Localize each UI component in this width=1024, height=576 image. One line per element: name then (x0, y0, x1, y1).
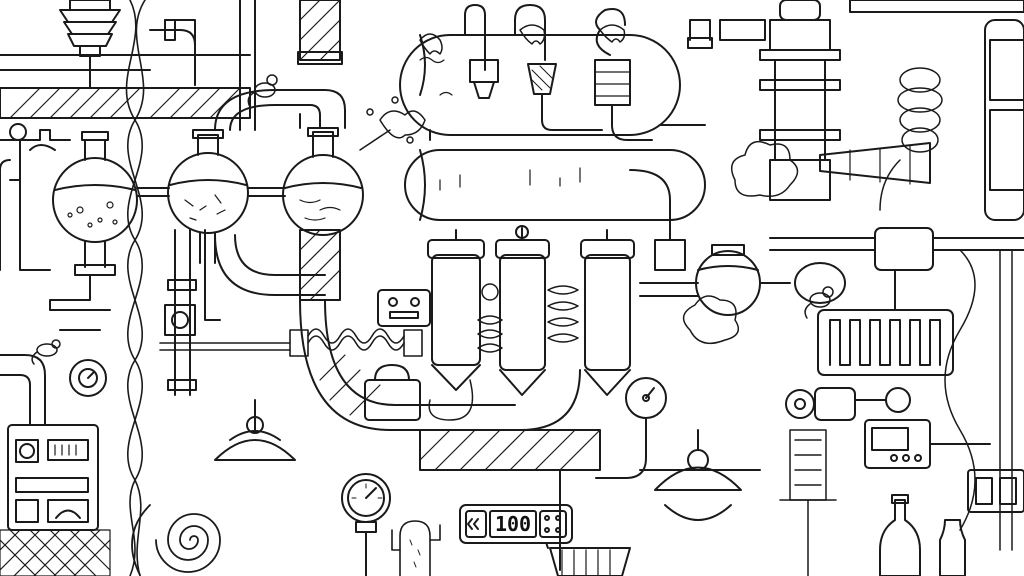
coil-tube (429, 284, 578, 420)
vertical-pipes-left (165, 230, 220, 395)
valve-box (365, 365, 420, 420)
radiator (818, 310, 953, 375)
left-tap-assembly (0, 124, 70, 270)
right-coil-spring (880, 68, 942, 210)
drips (420, 25, 625, 54)
digital-counter[interactable]: 100 (460, 505, 572, 543)
flask-connectors (137, 90, 345, 196)
coil-spring-horizontal (160, 329, 422, 356)
swirl-spiral (132, 505, 220, 575)
hanging-lamp-left (215, 400, 295, 460)
dial-gauge (342, 474, 390, 576)
right-spring-column (780, 430, 836, 576)
right-pipes (560, 170, 760, 570)
top-left-pipes (0, 0, 255, 130)
middle-tank (405, 150, 705, 220)
robot-box (378, 290, 430, 326)
clock-gauge (596, 378, 666, 478)
valve-wheel (786, 388, 910, 420)
counter-value: 100 (495, 512, 531, 536)
round-flask-middle (168, 130, 248, 263)
cactus (392, 521, 440, 576)
top-right-shelf (850, 0, 1024, 12)
rat-icon (805, 287, 833, 318)
filter-cylinder-1 (428, 230, 484, 390)
tank-pipes (465, 5, 712, 140)
top-tank (400, 35, 680, 140)
twisted-cable-left (126, 0, 145, 576)
filter-cylinder-2 (496, 226, 549, 395)
spray-burst (360, 97, 425, 150)
right-flask (696, 245, 845, 315)
pressure-gauge (60, 330, 106, 396)
wall-socket (968, 470, 1024, 512)
control-panel-left (0, 355, 98, 530)
thermostat-box (865, 420, 990, 468)
hatched-beam-bottom (420, 430, 600, 470)
left-hatched-beam (0, 88, 250, 118)
right-machine-box (985, 20, 1024, 220)
top-left-spring (60, 0, 120, 88)
round-flask (50, 132, 137, 310)
round-flask-right (283, 128, 363, 235)
fire-hydrant-column (720, 0, 840, 200)
lattice-fence (0, 530, 110, 576)
filter-cylinder-3 (581, 230, 634, 395)
right-puff (684, 142, 798, 344)
big-pipe-loop (215, 235, 580, 430)
rat-icon (32, 340, 60, 364)
right-valve-cylinder (770, 228, 1024, 310)
rat-icon (248, 75, 277, 107)
bottles (880, 495, 965, 576)
hatched-column (298, 0, 342, 300)
right-cone (820, 143, 930, 184)
lamp-right (655, 430, 741, 520)
